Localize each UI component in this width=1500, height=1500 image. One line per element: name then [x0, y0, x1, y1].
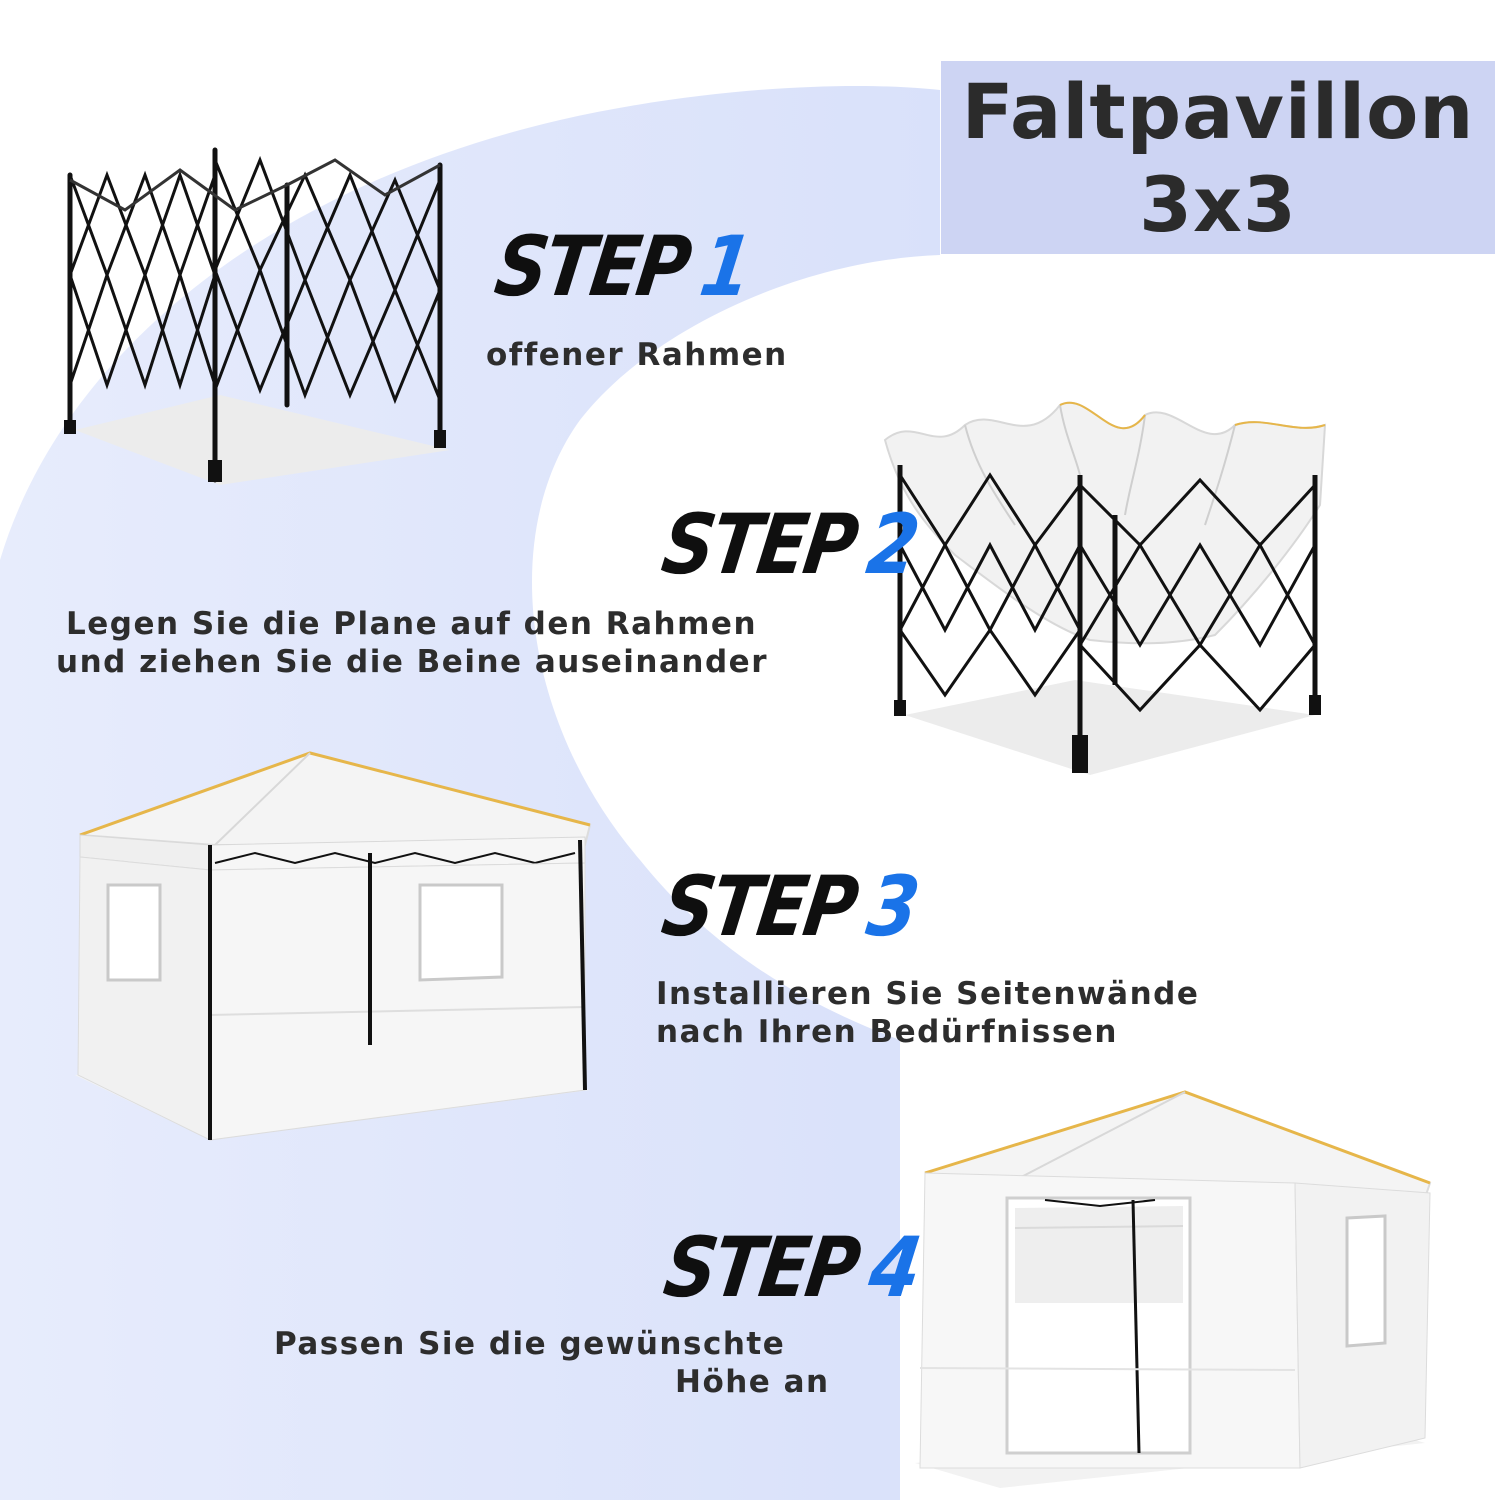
step-4-label: STEP: [658, 1218, 864, 1316]
step-1-frame-image: [64, 147, 450, 485]
title-line-1: Faltpavillon: [961, 67, 1475, 156]
title-box: Faltpavillon 3x3: [941, 61, 1495, 254]
step-4-description-line-1: Passen Sie die gewünschte: [274, 1326, 786, 1362]
title-line-2: 3x3: [1139, 160, 1297, 249]
step-4-heading: STEP4: [658, 1218, 925, 1316]
step-1-label: STEP: [489, 217, 695, 315]
step-4-description-line-2: Höhe an: [675, 1364, 830, 1400]
step-1-description: offener Rahmen: [486, 337, 788, 373]
step-3-description-line-2: nach Ihren Bedürfnissen: [656, 1014, 1118, 1050]
step-3-tent-sidewalls-image: [75, 751, 592, 1141]
step-2-description-line-2: und ziehen Sie die Beine auseinander: [56, 644, 768, 680]
step-2-description-line-1: Legen Sie die Plane auf den Rahmen: [66, 606, 758, 642]
step-4-tent-closed-image: [915, 1090, 1432, 1488]
step-2-frame-canopy-image: [883, 401, 1327, 775]
step-3-label: STEP: [656, 857, 862, 955]
step-1-heading: STEP1: [489, 217, 756, 315]
step-2-heading: STEP2: [656, 495, 923, 593]
step-2-label: STEP: [656, 495, 862, 593]
step-3-description-line-1: Installieren Sie Seitenwände: [656, 976, 1200, 1012]
step-3-heading: STEP3: [656, 857, 923, 955]
